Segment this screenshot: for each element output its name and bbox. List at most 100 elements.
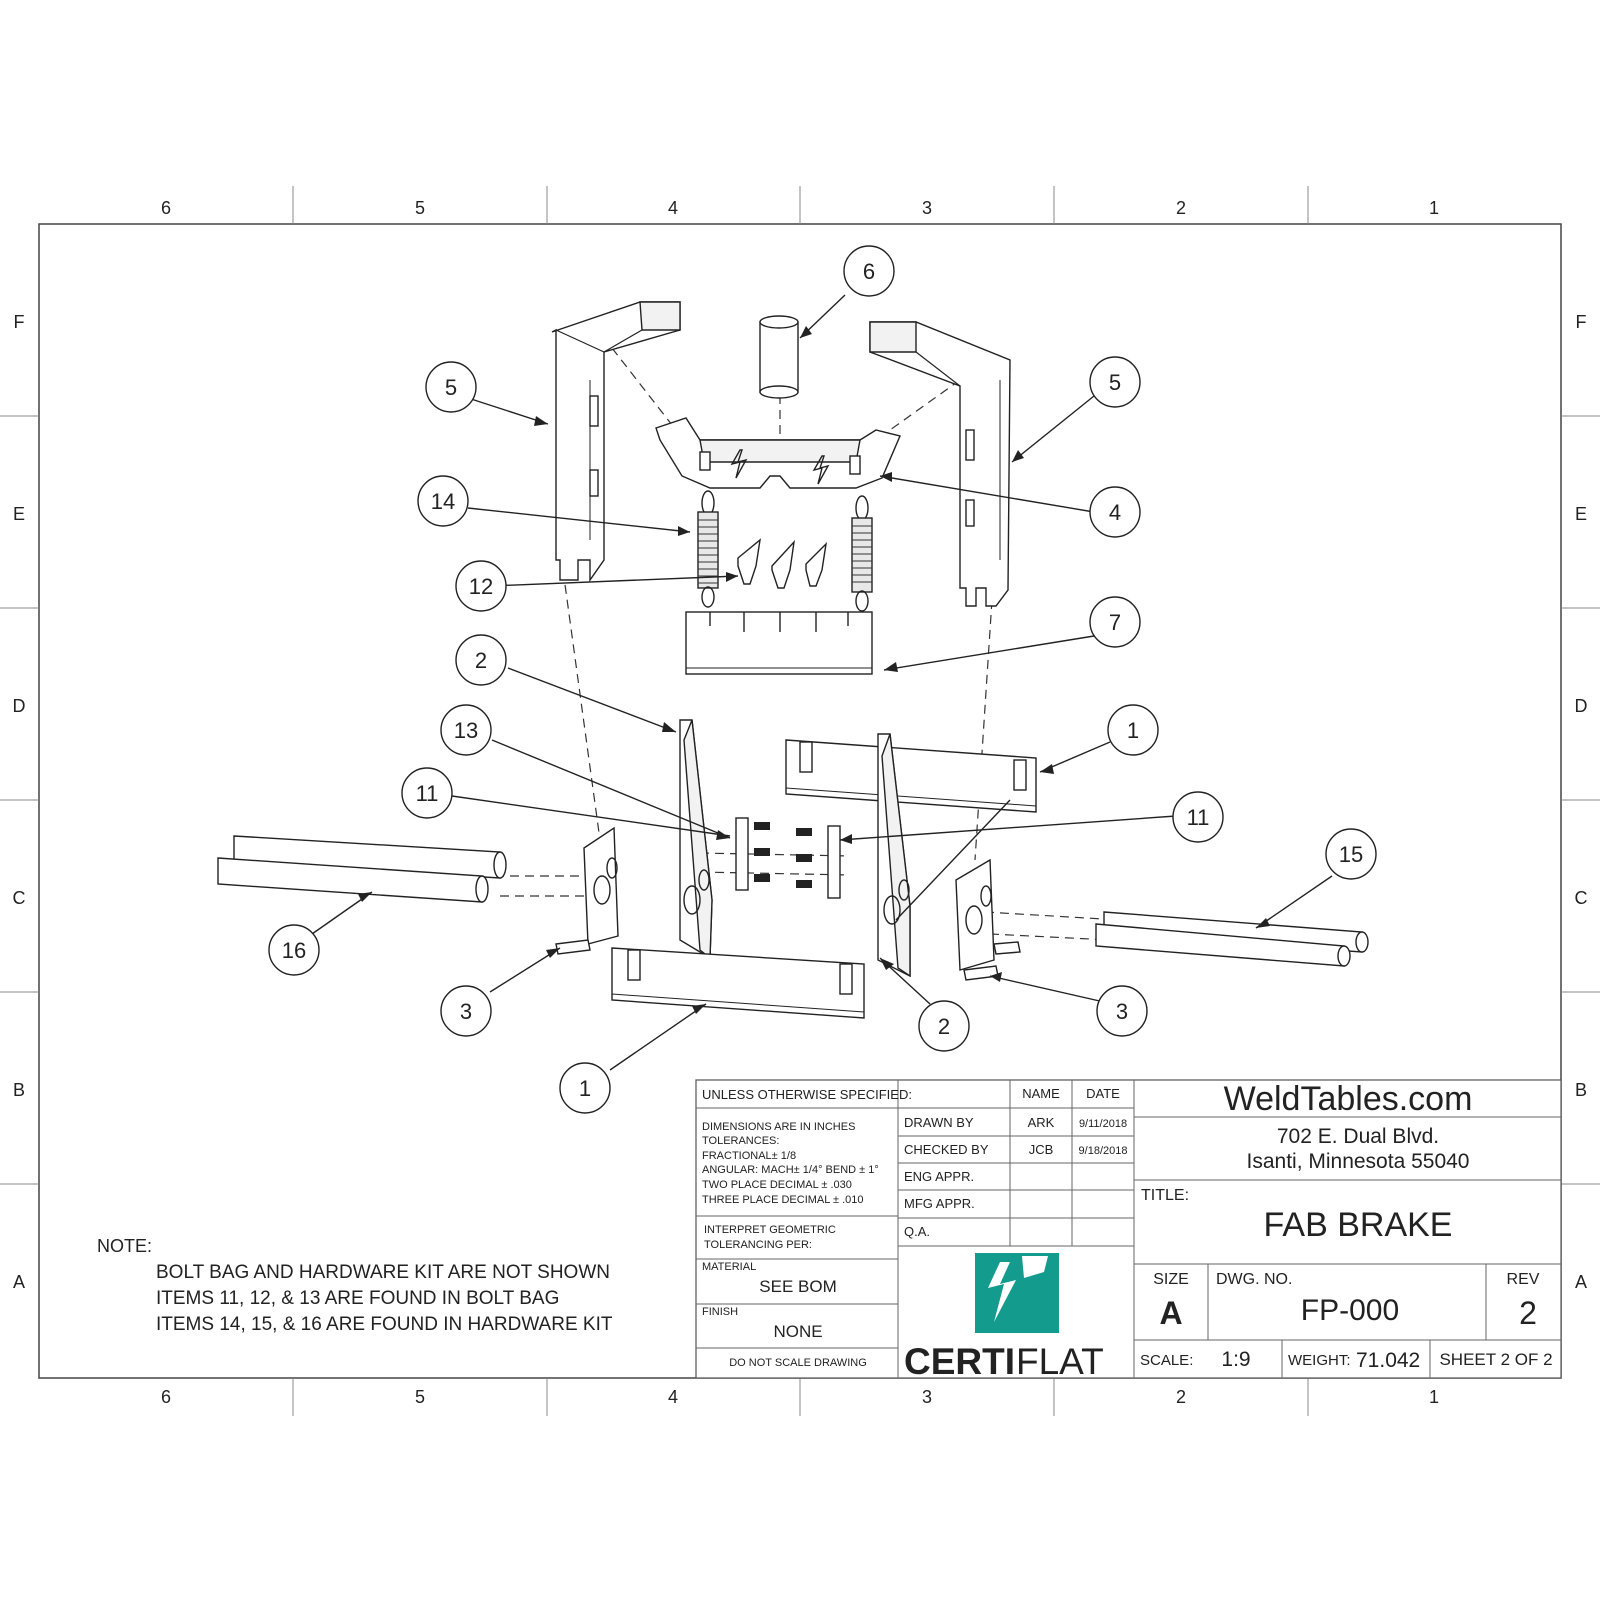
zone-col-label: 1: [1429, 198, 1439, 218]
title-block: UNLESS OTHERWISE SPECIFIED: DIMENSIONS A…: [695, 1079, 1562, 1382]
tolerance-line: ANGULAR: MACH± 1/4° BEND ± 1°: [702, 1164, 879, 1176]
part-7-bar: [685, 611, 873, 675]
date-header: DATE: [1086, 1086, 1120, 1101]
part-14-spring-left: [697, 490, 719, 608]
part-1-lower-rail: [611, 947, 865, 1019]
approval-role: ENG APPR.: [904, 1169, 974, 1184]
leader-lines: [311, 294, 1333, 1071]
material-value: SEE BOM: [759, 1277, 836, 1296]
leader-arrows: [358, 326, 1270, 1014]
rev-value: 2: [1519, 1295, 1537, 1331]
zone-col-label: 5: [415, 1387, 425, 1407]
zone-col-label: 5: [415, 198, 425, 218]
part-14-spring-right: [851, 495, 873, 612]
zone-col-label: 6: [161, 1387, 171, 1407]
zone-row-label: C: [1575, 888, 1588, 908]
sheet-number: SHEET 2 OF 2: [1439, 1350, 1552, 1369]
balloon-item-5: 5: [425, 361, 477, 413]
balloon-item-14: 14: [417, 475, 469, 527]
balloon-item-1: 1: [1107, 704, 1159, 756]
svg-text:5: 5: [1109, 370, 1121, 395]
balloon-item-3: 3: [440, 985, 492, 1037]
svg-text:5: 5: [445, 375, 457, 400]
assembly-centerlines: [480, 347, 1121, 941]
svg-text:3: 3: [460, 999, 472, 1024]
balloon-item-7: 7: [1089, 596, 1141, 648]
svg-text:2: 2: [938, 1014, 950, 1039]
svg-text:11: 11: [416, 781, 439, 806]
tolerance-line: DIMENSIONS ARE IN INCHES: [702, 1121, 855, 1133]
material-label: MATERIAL: [702, 1261, 756, 1273]
zone-row-label: A: [1575, 1272, 1587, 1292]
zone-col-label: 2: [1176, 1387, 1186, 1407]
svg-text:4: 4: [1109, 500, 1121, 525]
zone-row-label: D: [1575, 696, 1588, 716]
approval-role: CHECKED BY: [904, 1142, 989, 1157]
weight-value: 71.042: [1356, 1349, 1420, 1372]
balloon-item-12: 12: [455, 560, 507, 612]
zone-row-label: E: [13, 504, 25, 524]
approval-role: Q.A.: [904, 1224, 930, 1239]
balloon-item-6: 6: [843, 245, 895, 297]
part-13-bolts: [735, 817, 841, 899]
company-name: WeldTables.com: [1224, 1080, 1473, 1118]
part-6-tube: [759, 315, 799, 399]
svg-text:1: 1: [1127, 718, 1139, 743]
tolerance-line: FRACTIONAL± 1/8: [702, 1150, 796, 1162]
size-label: SIZE: [1153, 1271, 1189, 1288]
unless-specified: UNLESS OTHERWISE SPECIFIED:: [702, 1087, 912, 1102]
part-12-clips: [737, 538, 828, 589]
part-5-right-frame: [869, 321, 1011, 607]
part-5-left-frame: [551, 301, 681, 583]
zone-ticks: [0, 186, 1600, 1416]
exploded-view: 6 5 5 14 4 12 7 2 1 13 11 11 15 16 3 3 2…: [217, 245, 1377, 1114]
drawing-title: FAB BRAKE: [1264, 1206, 1453, 1244]
zone-row-label: B: [13, 1080, 25, 1100]
zone-col-label: 4: [668, 1387, 678, 1407]
balloon-item-3: 3: [1096, 985, 1148, 1037]
zone-row-label: F: [1576, 312, 1587, 332]
zone-row-label: C: [13, 888, 26, 908]
balloon-item-11: 11: [401, 767, 453, 819]
tolerance-line: TWO PLACE DECIMAL ± .030: [702, 1179, 852, 1191]
svg-text:16: 16: [282, 938, 306, 963]
balloon-item-2: 2: [455, 634, 507, 686]
scale-label: SCALE:: [1140, 1352, 1193, 1369]
part-2-right-plate: [877, 733, 911, 978]
size-value: A: [1159, 1295, 1182, 1331]
tolerance-line: THREE PLACE DECIMAL ± .010: [702, 1194, 864, 1206]
dwg-no-value: FP-000: [1301, 1294, 1399, 1327]
note-line: ITEMS 14, 15, & 16 ARE FOUND IN HARDWARE…: [156, 1314, 613, 1335]
balloon-item-11: 11: [1172, 791, 1224, 843]
zone-row-label: F: [14, 312, 25, 332]
balloon-item-16: 16: [268, 924, 320, 976]
svg-text:CERTI: CERTI: [904, 1341, 1015, 1382]
svg-text:1: 1: [579, 1076, 591, 1101]
notes: NOTE: BOLT BAG AND HARDWARE KIT ARE NOT …: [97, 1236, 613, 1335]
finish-value: NONE: [773, 1322, 822, 1341]
zone-col-label: 3: [922, 198, 932, 218]
svg-text:2: 2: [475, 648, 487, 673]
weight-label: WEIGHT:: [1288, 1352, 1351, 1369]
zone-col-label: 4: [668, 198, 678, 218]
balloon-item-5: 5: [1089, 356, 1141, 408]
address-line: 702 E. Dual Blvd.: [1277, 1125, 1439, 1148]
svg-text:3: 3: [1116, 999, 1128, 1024]
dwg-no-label: DWG. NO.: [1216, 1271, 1292, 1288]
zone-row-label: B: [1575, 1080, 1587, 1100]
approval-name: ARK: [1028, 1115, 1055, 1130]
approval-date: 9/11/2018: [1079, 1118, 1127, 1130]
certiflat-logo: CERTI FLAT: [904, 1253, 1104, 1382]
zone-col-label: 3: [922, 1387, 932, 1407]
svg-text:12: 12: [469, 574, 493, 599]
note-heading: NOTE:: [97, 1236, 152, 1256]
balloon-item-1: 1: [559, 1062, 611, 1114]
part-15-tubes: [1095, 911, 1369, 967]
part-2-left-plate: [679, 719, 713, 960]
balloon-item-4: 4: [1089, 486, 1141, 538]
tolerance-line: TOLERANCES:: [702, 1135, 779, 1147]
svg-text:11: 11: [1187, 805, 1210, 830]
do-not-scale: DO NOT SCALE DRAWING: [729, 1357, 867, 1369]
svg-text:6: 6: [863, 259, 875, 284]
